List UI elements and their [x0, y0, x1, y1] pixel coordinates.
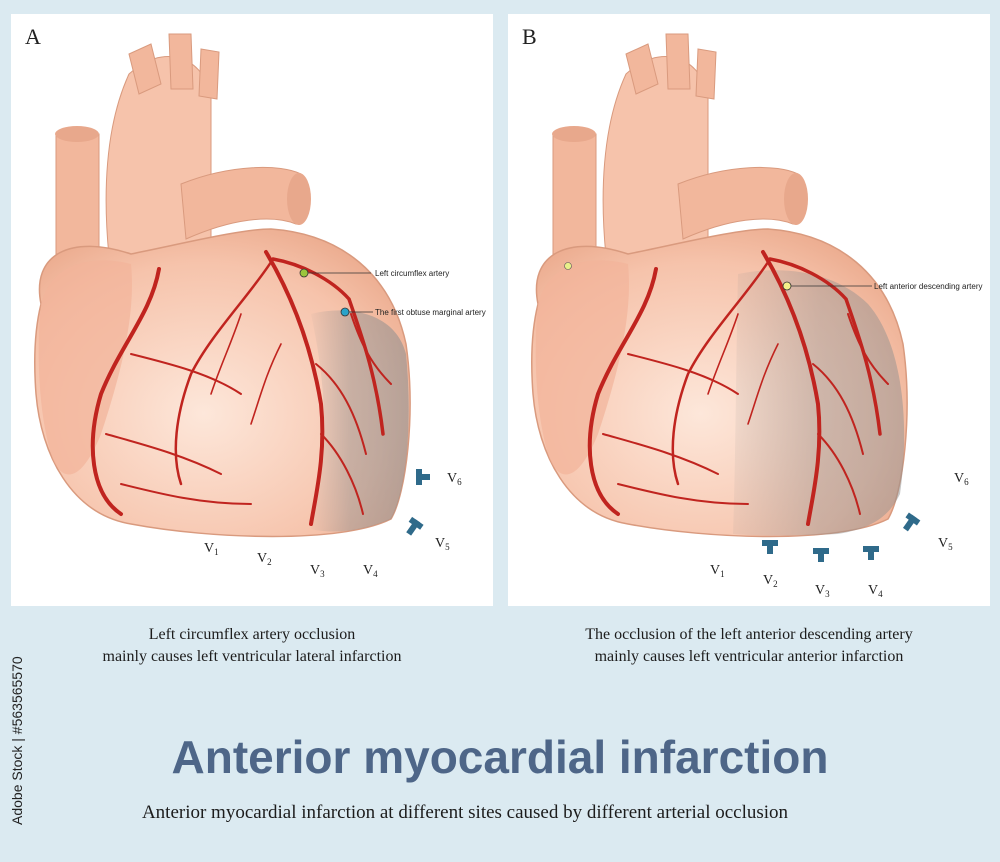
marker-lad [782, 281, 792, 291]
lead-v4: V4 [868, 583, 883, 599]
page-subtitle: Anterior myocardial infarction at differ… [141, 802, 789, 823]
aortic-branch-3 [198, 48, 220, 100]
lead-v6: V6 [447, 471, 462, 487]
lead-v1: V1 [204, 541, 219, 557]
caption-a-line2: mainly causes left ventricular lateral i… [102, 648, 402, 665]
marker-obtuse-marginal [340, 307, 350, 317]
superior-vena-cava [55, 133, 100, 255]
pulmonary-opening [287, 173, 311, 225]
aortic-branch-3 [695, 48, 717, 100]
electrode-v4 [863, 546, 879, 560]
marker-left-circumflex [299, 268, 309, 278]
panel-a-letter: A [25, 24, 41, 49]
superior-vena-cava [552, 133, 597, 255]
label-left-circumflex: Left circumflex artery [375, 269, 449, 278]
small-marker [564, 262, 572, 270]
pulmonary-trunk [677, 166, 799, 240]
lead-v3: V3 [815, 583, 830, 599]
aortic-branch-1 [625, 43, 659, 95]
electrode-v6 [416, 469, 430, 485]
label-lad: Left anterior descending artery [874, 282, 983, 291]
stock-watermark: Adobe Stock | #563565570 [9, 656, 25, 825]
caption-a-line1: Left circumflex artery occlusion [148, 626, 356, 643]
right-atrium [38, 260, 132, 475]
label-obtuse-marginal: The first obtuse marginal artery [375, 308, 486, 317]
heart-illustration-b: Left anterior descending artery V1 V2 V3… [531, 33, 983, 599]
lead-v5: V5 [435, 536, 450, 552]
lead-v2: V2 [257, 551, 272, 567]
panel-b-letter: B [522, 24, 537, 49]
lead-v3: V3 [310, 563, 325, 579]
pulmonary-opening [784, 173, 808, 225]
lead-v6: V6 [954, 471, 969, 487]
aortic-branch-1 [128, 43, 162, 95]
lead-v4: V4 [363, 563, 378, 579]
infarct-zone-lateral [311, 310, 409, 532]
caption-b-line1: The occlusion of the left anterior desce… [585, 626, 913, 643]
svc-opening [55, 126, 99, 142]
panel-a: A [11, 14, 493, 606]
lead-v5: V5 [938, 536, 953, 552]
electrode-v5 [406, 516, 424, 536]
coronary-arteries [587, 250, 889, 526]
heart-illustration-a: Left circumflex artery The first obtuse … [34, 33, 486, 579]
electrode-v5 [902, 512, 921, 532]
svc-opening [552, 126, 596, 142]
caption-b-line2: mainly causes left ventricular anterior … [594, 648, 904, 665]
lead-v2: V2 [763, 573, 778, 589]
aortic-branch-2 [665, 33, 691, 90]
electrode-v2 [762, 540, 778, 554]
caption-b: The occlusion of the left anterior desce… [508, 624, 990, 668]
lead-v1: V1 [710, 563, 725, 579]
page-title: Anterior myocardial infarction [171, 731, 829, 783]
caption-a: Left circumflex artery occlusion mainly … [11, 624, 493, 668]
coronary-arteries [90, 250, 392, 526]
electrode-v3 [813, 548, 829, 562]
watermark-text: Adobe Stock | #563565570 [9, 656, 25, 825]
aortic-branch-2 [168, 33, 194, 90]
pulmonary-trunk [180, 166, 302, 240]
right-atrium [535, 260, 629, 475]
panel-b: B [508, 14, 990, 606]
